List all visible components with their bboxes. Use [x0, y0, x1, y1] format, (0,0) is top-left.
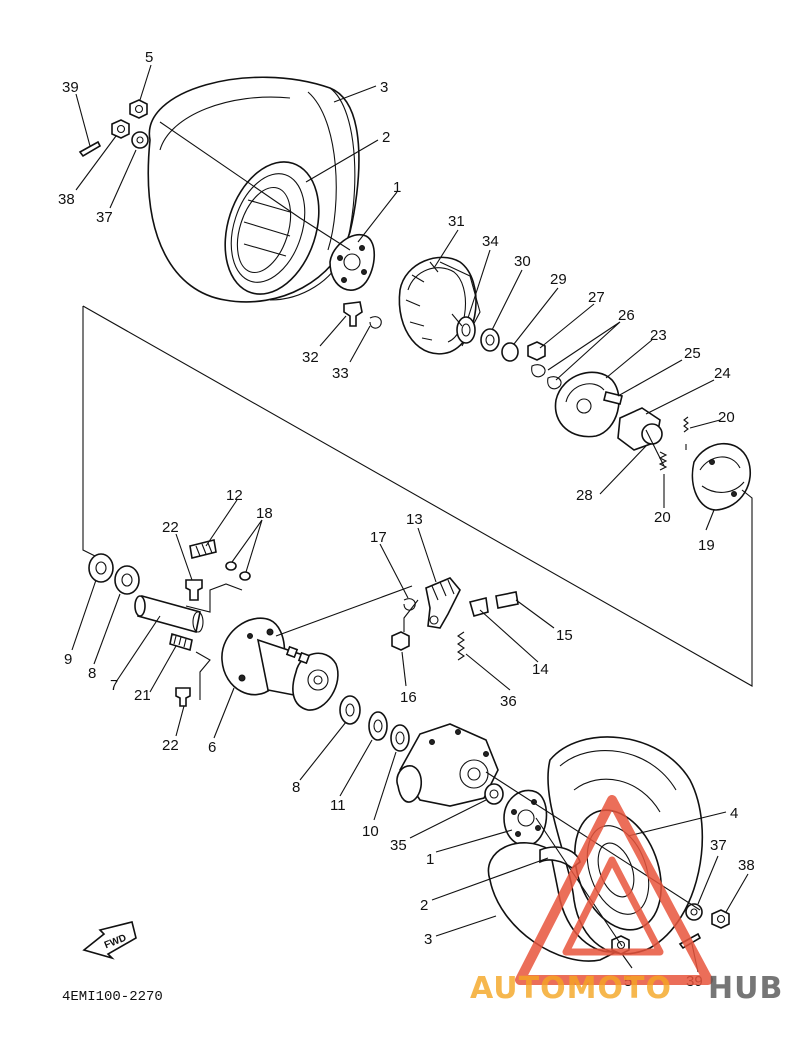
callout-32: 32 — [302, 349, 319, 366]
brake-shoes — [691, 442, 751, 511]
callout-35: 35 — [390, 837, 407, 854]
callout-17: 17 — [370, 529, 387, 546]
bolt-15 — [495, 591, 519, 609]
watermark-brand-right: HUB — [708, 971, 783, 1006]
bolt-12 — [189, 539, 217, 559]
callout-19: 19 — [698, 537, 715, 554]
callout-34: 34 — [482, 233, 499, 250]
callout-6: 6 — [208, 739, 216, 756]
callout-22-upper: 22 — [162, 519, 179, 536]
callout-26: 26 — [618, 307, 635, 324]
bolt-32 — [343, 301, 363, 327]
bolt-22-upper — [185, 579, 203, 601]
clip-26 — [531, 364, 562, 390]
diagram-code: 4EMI100-2270 — [62, 989, 163, 1005]
callout-27: 27 — [588, 289, 605, 306]
callout-2-top: 2 — [382, 129, 390, 146]
callout-38-lower: 38 — [738, 857, 755, 874]
callout-14: 14 — [532, 661, 549, 678]
callout-8-right: 8 — [292, 779, 300, 796]
callout-29: 29 — [550, 271, 567, 288]
callout-30: 30 — [514, 253, 531, 270]
circlip-33 — [369, 316, 382, 329]
seal-35 — [484, 783, 504, 805]
brake-caliper-arm — [425, 577, 461, 629]
washer-18b — [239, 571, 251, 581]
spring-36 — [457, 631, 465, 661]
washer-18a — [225, 561, 237, 571]
nut-38-lower — [711, 909, 730, 929]
spring-20-upper — [683, 416, 689, 450]
callout-13: 13 — [406, 511, 423, 528]
bearing-10 — [390, 724, 410, 752]
callout-2-lower: 2 — [420, 897, 428, 914]
cam-28 — [641, 423, 663, 445]
callout-3-top: 3 — [380, 79, 388, 96]
bearing-8-right — [339, 695, 361, 725]
callout-28: 28 — [576, 487, 593, 504]
washer-37-lower — [685, 903, 703, 921]
callout-16: 16 — [400, 689, 417, 706]
callout-39-top: 39 — [62, 79, 79, 96]
lower-tire — [487, 736, 704, 962]
seal-34 — [456, 316, 476, 344]
brake-plate — [554, 371, 620, 438]
callout-18: 18 — [256, 505, 273, 522]
seal-9 — [88, 553, 114, 583]
callout-3-lower: 3 — [424, 931, 432, 948]
callout-8-left: 8 — [88, 665, 96, 682]
assembly-lines — [82, 121, 753, 947]
bracket-14 — [469, 597, 489, 617]
seal-11 — [368, 711, 388, 741]
lower-hub — [503, 789, 548, 847]
callout-37-lower: 37 — [710, 837, 727, 854]
bearing-30 — [480, 328, 500, 352]
spring-20-lower — [658, 451, 668, 471]
callout-36: 36 — [500, 693, 517, 710]
callout-12: 12 — [226, 487, 243, 504]
callout-21: 21 — [134, 687, 151, 704]
bolt-22-lower — [175, 687, 191, 707]
callout-33: 33 — [332, 365, 349, 382]
callout-24: 24 — [714, 365, 731, 382]
callout-20-upper: 20 — [718, 409, 735, 426]
upper-axle-fasteners — [78, 99, 149, 158]
callout-25: 25 — [684, 345, 701, 362]
fwd-arrow-icon: FWD — [82, 921, 137, 960]
stud-21 — [169, 632, 193, 652]
rear-hub — [221, 617, 339, 711]
callout-5-top: 5 — [145, 49, 153, 66]
callout-1-lower: 1 — [426, 851, 434, 868]
callout-4: 4 — [730, 805, 738, 822]
callout-37-top: 37 — [96, 209, 113, 226]
callout-labels: 5 39 3 2 38 37 1 31 34 30 29 27 26 23 25… — [58, 49, 755, 990]
upper-tire — [147, 76, 360, 303]
nut-16 — [391, 631, 410, 651]
callout-22-lower: 22 — [162, 737, 179, 754]
watermark-brand-left: AUTOMOTO — [470, 971, 672, 1006]
callout-15: 15 — [556, 627, 573, 644]
callout-1-top: 1 — [393, 179, 401, 196]
bolt-25 — [603, 391, 623, 405]
axle-shaft — [134, 595, 204, 633]
callout-11: 11 — [330, 797, 346, 814]
washer-29 — [501, 342, 519, 362]
callout-31: 31 — [448, 213, 465, 230]
callout-10: 10 — [362, 823, 379, 840]
callout-20-lower: 20 — [654, 509, 671, 526]
callout-leaders — [71, 64, 749, 973]
callout-9: 9 — [64, 651, 72, 668]
bearing-8-left — [114, 565, 140, 595]
nut-27 — [527, 341, 546, 361]
callout-23: 23 — [650, 327, 667, 344]
callout-38-top: 38 — [58, 191, 75, 208]
circlip-17 — [403, 598, 416, 611]
upper-hub — [329, 233, 376, 291]
callout-7: 7 — [110, 677, 118, 694]
final-gear-case — [396, 723, 499, 807]
automotohub-logo — [515, 795, 713, 985]
